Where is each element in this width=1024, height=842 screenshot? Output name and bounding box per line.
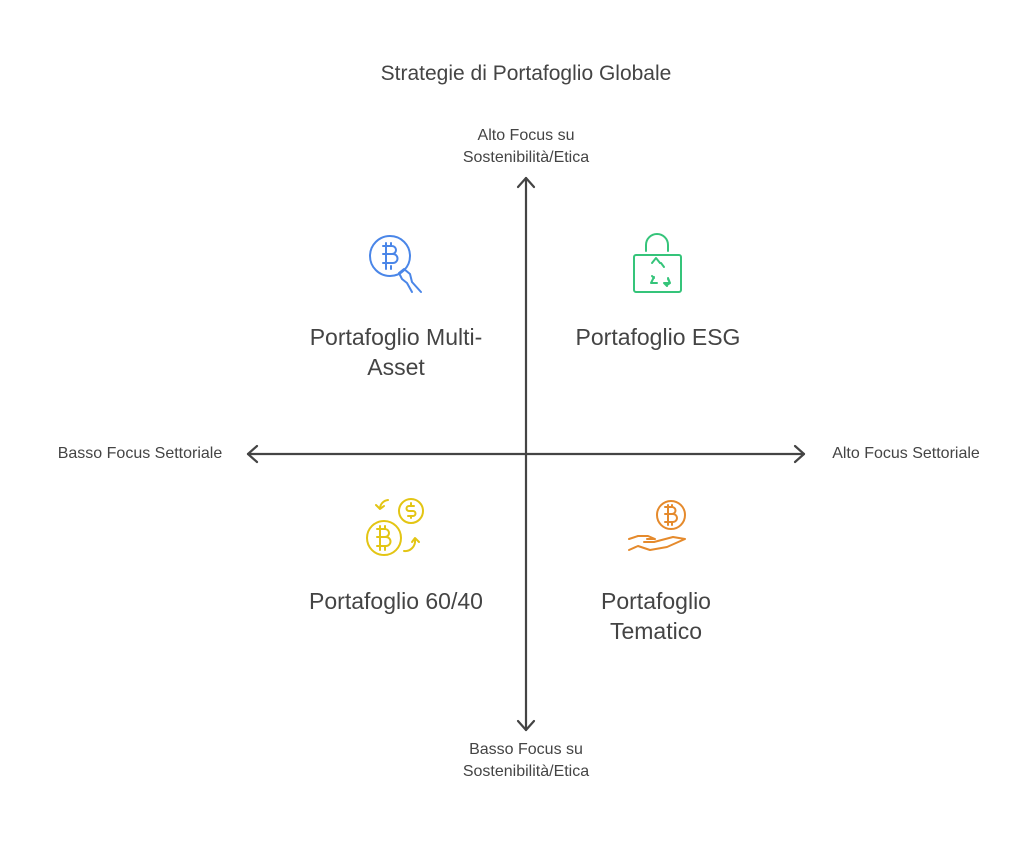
arrow-left-icon [246, 444, 259, 464]
axis-label-left: Basso Focus Settoriale [57, 445, 223, 462]
quadrant-label-tematico: Portafoglio Tematico [536, 586, 776, 646]
quadrant-label-line: Portafoglio Multi- [309, 324, 483, 350]
diagram-title: Strategie di Portafoglio Globale [380, 62, 672, 85]
axis-label-bottom: Basso Focus su Sostenibilità/Etica [426, 739, 626, 783]
quadrant-label-line: Tematico [609, 618, 703, 644]
bitcoin-palm-icon [628, 500, 686, 551]
axis-label-bottom-line2: Sostenibilità/Etica [462, 763, 590, 780]
bitcoin-hand-icon [369, 235, 422, 293]
arrow-up-icon [516, 176, 536, 189]
axis-label-top-line2: Sostenibilità/Etica [462, 149, 590, 166]
axis-label-top-line1: Alto Focus su [477, 127, 575, 144]
axis-label-bottom-line1: Basso Focus su [469, 741, 583, 758]
axis-label-right: Alto Focus Settoriale [832, 445, 980, 462]
axis-label-top: Alto Focus su Sostenibilità/Etica [426, 125, 626, 169]
quadrant-label-esg: Portafoglio ESG [538, 322, 778, 352]
quadrant-label-line: Portafoglio ESG [575, 324, 741, 350]
arrow-down-icon [516, 719, 536, 732]
arrow-right-icon [793, 444, 806, 464]
quadrant-label-60-40: Portafoglio 60/40 [276, 586, 516, 616]
currency-exchange-icon [366, 498, 424, 556]
quadrant-label-line: Portafoglio 60/40 [309, 588, 483, 614]
quadrant-label-line: Portafoglio [601, 588, 711, 614]
quadrant-label-multi-asset: Portafoglio Multi- Asset [276, 322, 516, 382]
quadrant-label-line: Asset [367, 354, 425, 380]
recycle-bag-icon [633, 233, 682, 293]
